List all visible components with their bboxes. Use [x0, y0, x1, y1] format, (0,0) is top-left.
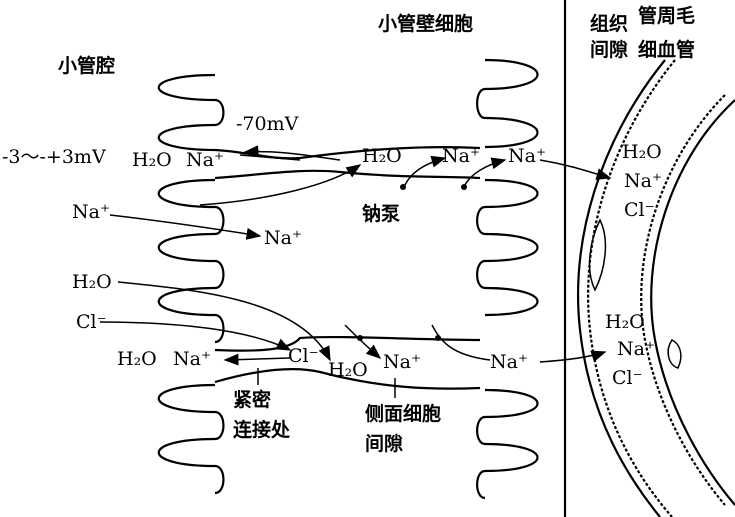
arrow-na-to-interstitium: [539, 159, 612, 180]
pump-dot-2: [461, 184, 467, 190]
label-lower-cap-na: Na⁺: [617, 338, 655, 360]
label-lower-cell-na: Na⁺: [490, 351, 528, 373]
label-na-lumen: Na⁺: [72, 201, 110, 223]
label-lower-cl-in: Cl⁻: [76, 311, 107, 333]
arrow-lumen-backflux-upper: [243, 145, 341, 161]
label-cell-potential: -70mV: [236, 113, 299, 135]
label-upper-cell-na-1: Na⁺: [442, 145, 480, 167]
arrow-pump-2: [464, 157, 507, 186]
left-microvilli-bottom: [157, 383, 225, 495]
label-lower-space-na: Na⁺: [383, 351, 421, 373]
label-tight-junction-1: 紧密: [233, 388, 271, 411]
label-lower-back-na: Na⁺: [173, 348, 211, 370]
capillary-wall-inner-2: [640, 94, 726, 506]
arrow-h2o-to-space: [117, 281, 331, 362]
capillary-wall-inner: [650, 99, 735, 506]
upper-cell-membrane-bottom: [214, 169, 481, 180]
label-interstitium-2: 间隙: [590, 38, 628, 61]
endothelial-cell-2: [667, 339, 682, 369]
label-upper-cap-h2o: H₂O: [622, 141, 662, 163]
left-microvilli-top: [157, 73, 225, 152]
endothelial-cell: [588, 218, 607, 292]
label-lateral-space-2: 间隙: [365, 432, 403, 455]
arrow-cl-to-space: [99, 321, 292, 351]
label-upper-lumen-h2o: H₂O: [132, 149, 172, 171]
label-na-cell: Na⁺: [264, 227, 302, 249]
label-interstitium-1: 组织: [590, 12, 628, 35]
label-tubule-cell: 小管壁细胞: [378, 12, 473, 35]
label-lateral-space-1: 侧面细胞: [365, 402, 441, 425]
pump-dot-4: [435, 335, 441, 341]
right-basal-folds-top: [476, 58, 539, 149]
label-upper-cap-cl: Cl⁻: [624, 199, 655, 221]
label-lower-cap-cl: Cl⁻: [612, 367, 643, 389]
pump-dot-3: [357, 335, 363, 341]
pump-dot-1: [400, 184, 406, 190]
label-lower-space-h2o: H₂O: [328, 359, 368, 381]
lower-cell-membrane-bottom: [214, 368, 481, 390]
microvilli-borders: [157, 58, 539, 500]
label-lumen-potential: -3～-+3mV: [2, 146, 106, 168]
capillary-wall-outer-2: [587, 59, 676, 517]
capillary-wall-outer: [577, 59, 666, 517]
arrow-backflux-lower: [223, 353, 291, 366]
label-lumen: 小管腔: [58, 54, 115, 77]
label-lower-back-h2o: H₂O: [117, 348, 157, 370]
arrow-na-lumen-to-cell: [109, 214, 262, 240]
arrow-na-to-cell: [199, 164, 362, 206]
right-basal-folds-bottom: [476, 388, 539, 500]
left-microvilli-middle: [157, 178, 225, 344]
label-upper-lumen-na: Na⁺: [186, 149, 224, 171]
label-sodium-pump: 钠泵: [362, 202, 400, 225]
arrow-pump-lower-1: [344, 324, 382, 359]
arrow-na-to-interstitium-lower: [539, 350, 607, 363]
label-upper-cell-na-2: Na⁺: [508, 145, 546, 167]
label-lower-h2o-in: H₂O: [72, 271, 112, 293]
label-lower-cap-h2o: H₂O: [605, 311, 645, 333]
arrow-na-cell-lower: [431, 324, 491, 361]
label-capillary-2: 细血管: [638, 38, 695, 61]
label-upper-cap-na: Na⁺: [624, 170, 662, 192]
label-capillary-1: 管周毛: [638, 4, 695, 27]
label-upper-cell-h2o: H₂O: [362, 145, 402, 167]
label-tight-junction-2: 连接处: [233, 418, 291, 441]
label-lower-space-cl: Cl⁻: [288, 345, 319, 367]
right-basal-folds-middle: [476, 178, 539, 317]
arrow-pump-1: [404, 155, 447, 186]
lower-cell-membrane-top: [214, 335, 481, 352]
